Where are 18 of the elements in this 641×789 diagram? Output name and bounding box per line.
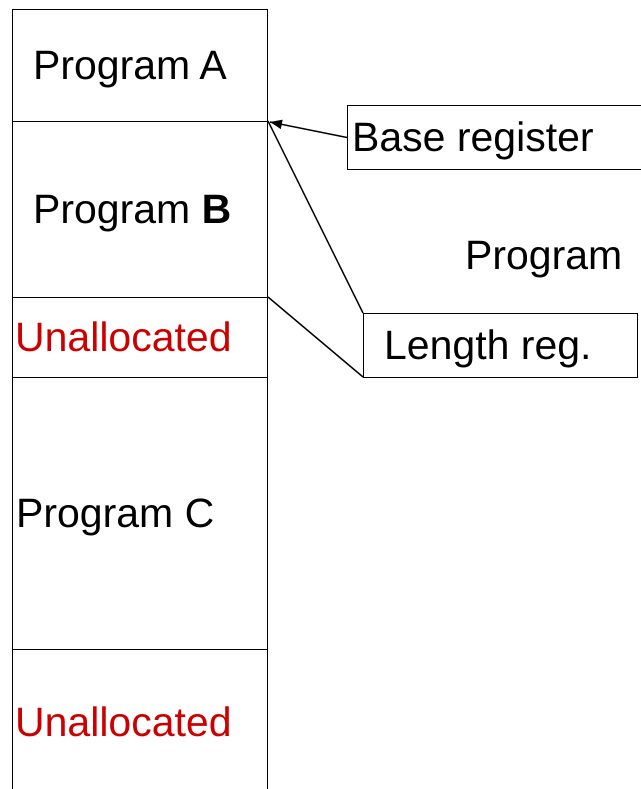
- free-space-label: Unallocated: [15, 700, 232, 746]
- annotation-text: Program: [465, 233, 622, 278]
- memory-block: [12, 649, 268, 789]
- program-label: Program C: [16, 490, 214, 536]
- connector-line: [267, 120, 364, 314]
- register-label: Base register: [352, 114, 594, 160]
- free-space-label: Unallocated: [15, 314, 232, 360]
- connector-line: [268, 296, 364, 378]
- memory-block: [12, 377, 268, 650]
- program-label: Program A: [33, 42, 227, 88]
- register-box: [363, 313, 638, 378]
- register-box: [347, 105, 641, 170]
- register-label: Length reg.: [384, 322, 592, 368]
- memory-block: [12, 297, 268, 378]
- memory-block: [12, 9, 268, 122]
- program-label: Program B: [33, 186, 232, 232]
- arrow: [270, 120, 348, 138]
- memory-block: [12, 121, 268, 298]
